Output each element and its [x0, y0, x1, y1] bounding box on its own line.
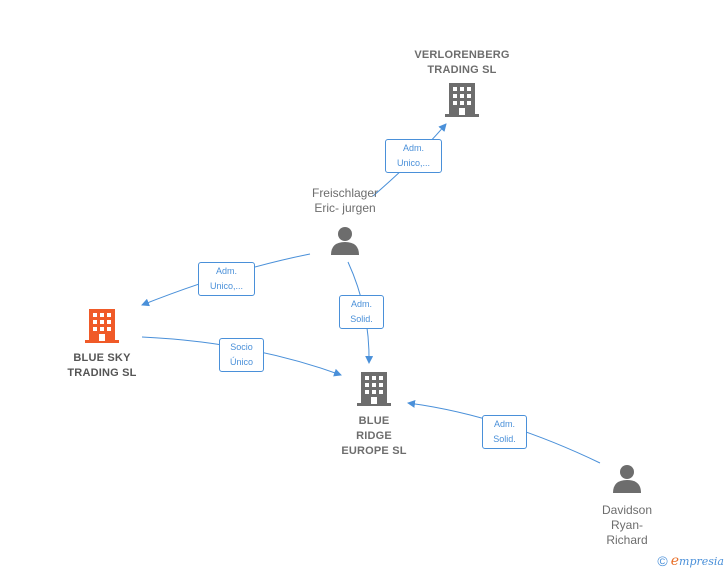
- empresia-watermark: ©empresia: [657, 553, 724, 569]
- edge-label-adm-solid[interactable]: Adm. Solid.: [339, 295, 384, 329]
- empresia-logo-initial: e: [670, 553, 680, 569]
- edge-label-adm-unico[interactable]: Adm. Unico,...: [385, 139, 442, 173]
- company-name: BLUE RIDGE EUROPE SL: [341, 415, 407, 457]
- company-name: BLUE SKY TRADING SL: [67, 352, 137, 379]
- building-icon: [357, 372, 391, 406]
- company-node-blue-ridge[interactable]: BLUE RIDGE EUROPE SL: [324, 370, 424, 459]
- building-icon: [445, 83, 479, 117]
- person-node-freischlager[interactable]: Freischlager Eric- jurgen: [295, 186, 395, 261]
- edge-label-adm-solid[interactable]: Adm. Solid.: [482, 415, 527, 449]
- building-icon: [85, 309, 119, 343]
- person-name: Freischlager Eric- jurgen: [311, 186, 379, 215]
- edge-label-socio-unico[interactable]: Socio Único: [219, 338, 264, 372]
- copyright-icon: ©: [657, 553, 668, 569]
- company-name: VERLORENBERG TRADING SL: [414, 49, 510, 76]
- empresia-logo-text: mpresia: [679, 555, 724, 568]
- person-name: Davidson Ryan- Richard: [601, 503, 653, 547]
- edge-label-adm-unico[interactable]: Adm. Unico,...: [198, 262, 255, 296]
- company-node-blue-sky[interactable]: BLUE SKY TRADING SL: [50, 307, 154, 381]
- company-node-verlorenberg[interactable]: VERLORENBERG TRADING SL: [403, 48, 521, 122]
- person-node-davidson[interactable]: Davidson Ryan- Richard: [587, 464, 667, 548]
- person-icon: [613, 465, 641, 493]
- person-icon: [331, 227, 359, 255]
